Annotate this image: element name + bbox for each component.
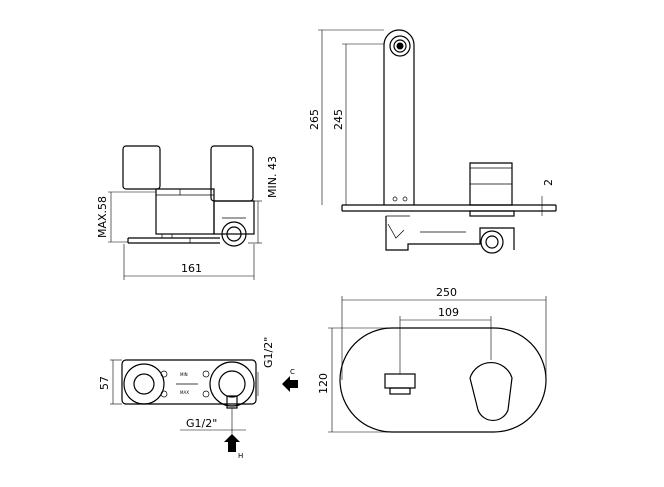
dim-109: 109 [438,306,459,319]
dim-250: 250 [436,286,457,299]
label-hot: H [238,452,243,460]
dim-120: 120 [317,373,330,394]
dim-57: 57 [98,376,111,390]
elevation-view: 265 245 2 [308,29,557,254]
dim-min-43: MIN. 43 [266,156,279,198]
cold-arrow-icon [282,376,298,392]
dim-265: 265 [308,109,321,130]
dim-245: 245 [332,109,345,130]
label-cold: C [290,368,295,376]
dim-g12-bottom: G1/2" [186,417,217,430]
dim-161: 161 [181,262,202,275]
front-view: 250 109 120 [317,286,547,433]
dim-2: 2 [542,179,555,186]
plan-view: MIN MAX 57 G1/2" G1/2" C H [98,337,298,460]
label-min: MIN [180,372,188,377]
side-view: MAX.58 MIN. 43 161 [96,145,279,280]
label-max: MAX [180,390,189,395]
dim-g12-right: G1/2" [262,337,275,368]
dim-max-58: MAX.58 [96,196,109,238]
hot-arrow-icon [224,434,240,452]
